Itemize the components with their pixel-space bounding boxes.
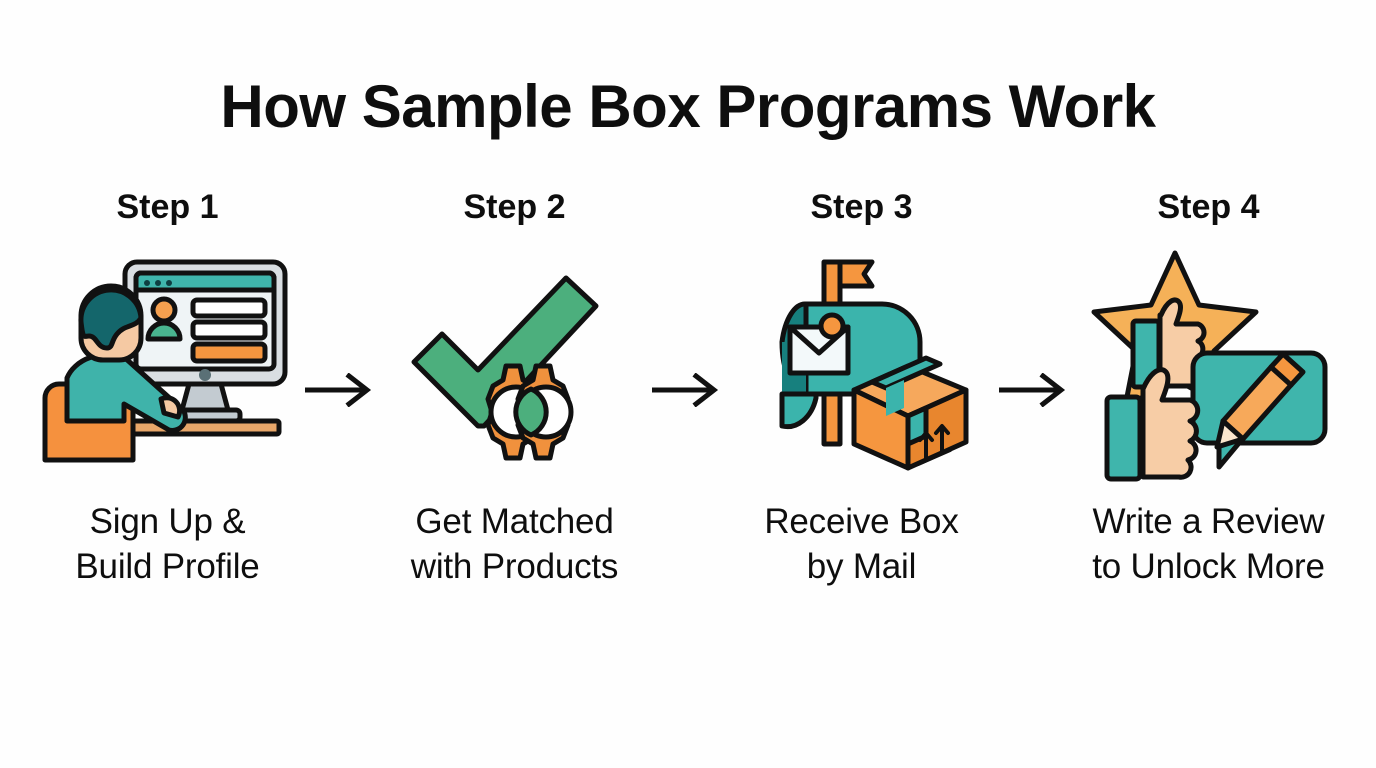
step-label-4: Step 4 xyxy=(1157,188,1260,226)
checkmark-gears-icon xyxy=(380,234,650,484)
arrow-step2-to-step3 xyxy=(652,190,724,620)
steps-row: Step 1 xyxy=(30,190,1346,620)
step-column-4: Step 4 xyxy=(1071,190,1346,590)
page-title: How Sample Box Programs Work xyxy=(220,73,1156,140)
step-caption-2: Get Matched with Products xyxy=(410,502,619,586)
step-column-3: Step 3 xyxy=(724,190,999,590)
step-column-1: Step 1 xyxy=(30,190,305,590)
star-thumbsup-review-icon xyxy=(1074,234,1344,484)
step-caption-4: Write a Review to Unlock More xyxy=(1092,502,1325,586)
arrow-step3-to-step4 xyxy=(999,190,1071,620)
step-label-3: Step 3 xyxy=(810,188,913,226)
step-label-2: Step 2 xyxy=(463,188,566,226)
step-column-2: Step 2 xyxy=(377,190,652,590)
step-label-1: Step 1 xyxy=(116,188,219,226)
mailbox-package-icon xyxy=(727,234,997,484)
step-caption-3: Receive Box by Mail xyxy=(764,502,959,586)
person-at-computer-signup-icon xyxy=(33,234,303,484)
step-caption-1: Sign Up & Build Profile xyxy=(75,502,260,586)
arrow-step1-to-step2 xyxy=(305,190,377,620)
